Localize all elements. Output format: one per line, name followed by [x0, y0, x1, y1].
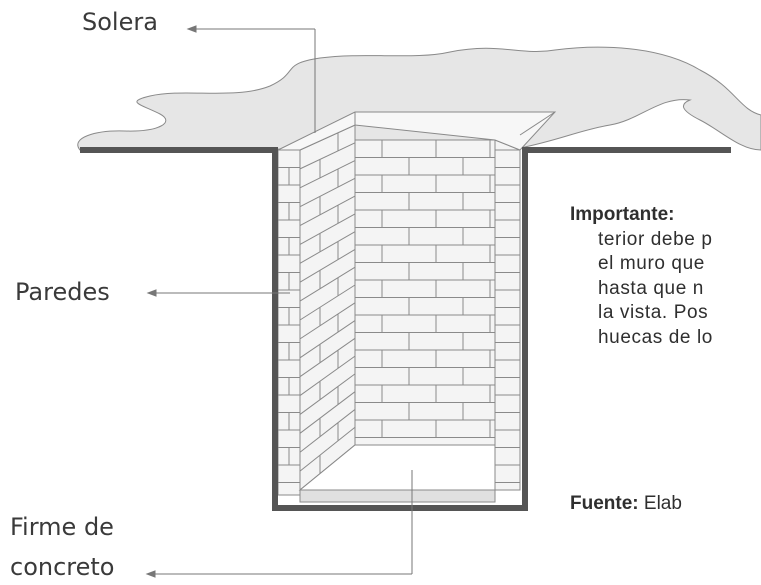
- note-line: terior debe p: [598, 228, 713, 250]
- source-heading: Fuente:: [570, 493, 639, 514]
- back-wall-bricks: [355, 139, 495, 438]
- back-wall: [354, 139, 496, 446]
- note-line: la vista. Pos: [598, 302, 709, 324]
- note-line: huecas de lo: [598, 326, 713, 348]
- source-note: Fuente: Elab: [570, 493, 682, 515]
- left-wall-bricks: [299, 124, 356, 491]
- right-wall: [494, 139, 521, 491]
- leader-lines: [145, 25, 413, 578]
- note-line: hasta que n: [598, 277, 704, 299]
- floor-slab: [299, 489, 496, 503]
- rim-top: [277, 111, 557, 151]
- right-wall-bricks: [495, 149, 520, 483]
- label-firme-line1: Firme de: [10, 513, 114, 541]
- label-solera: Solera: [82, 8, 158, 36]
- label-paredes: Paredes: [15, 278, 110, 306]
- note-line: el muro que: [598, 253, 705, 275]
- label-firme-line2: concreto: [10, 553, 115, 581]
- excavation-outline: [80, 147, 731, 511]
- ground-surface: [77, 46, 761, 151]
- source-text: Elab: [643, 493, 682, 514]
- note-heading: Importante:: [570, 204, 675, 225]
- left-wall: [299, 124, 356, 492]
- important-note: Importante: terior debe p el muro que ha…: [570, 203, 761, 351]
